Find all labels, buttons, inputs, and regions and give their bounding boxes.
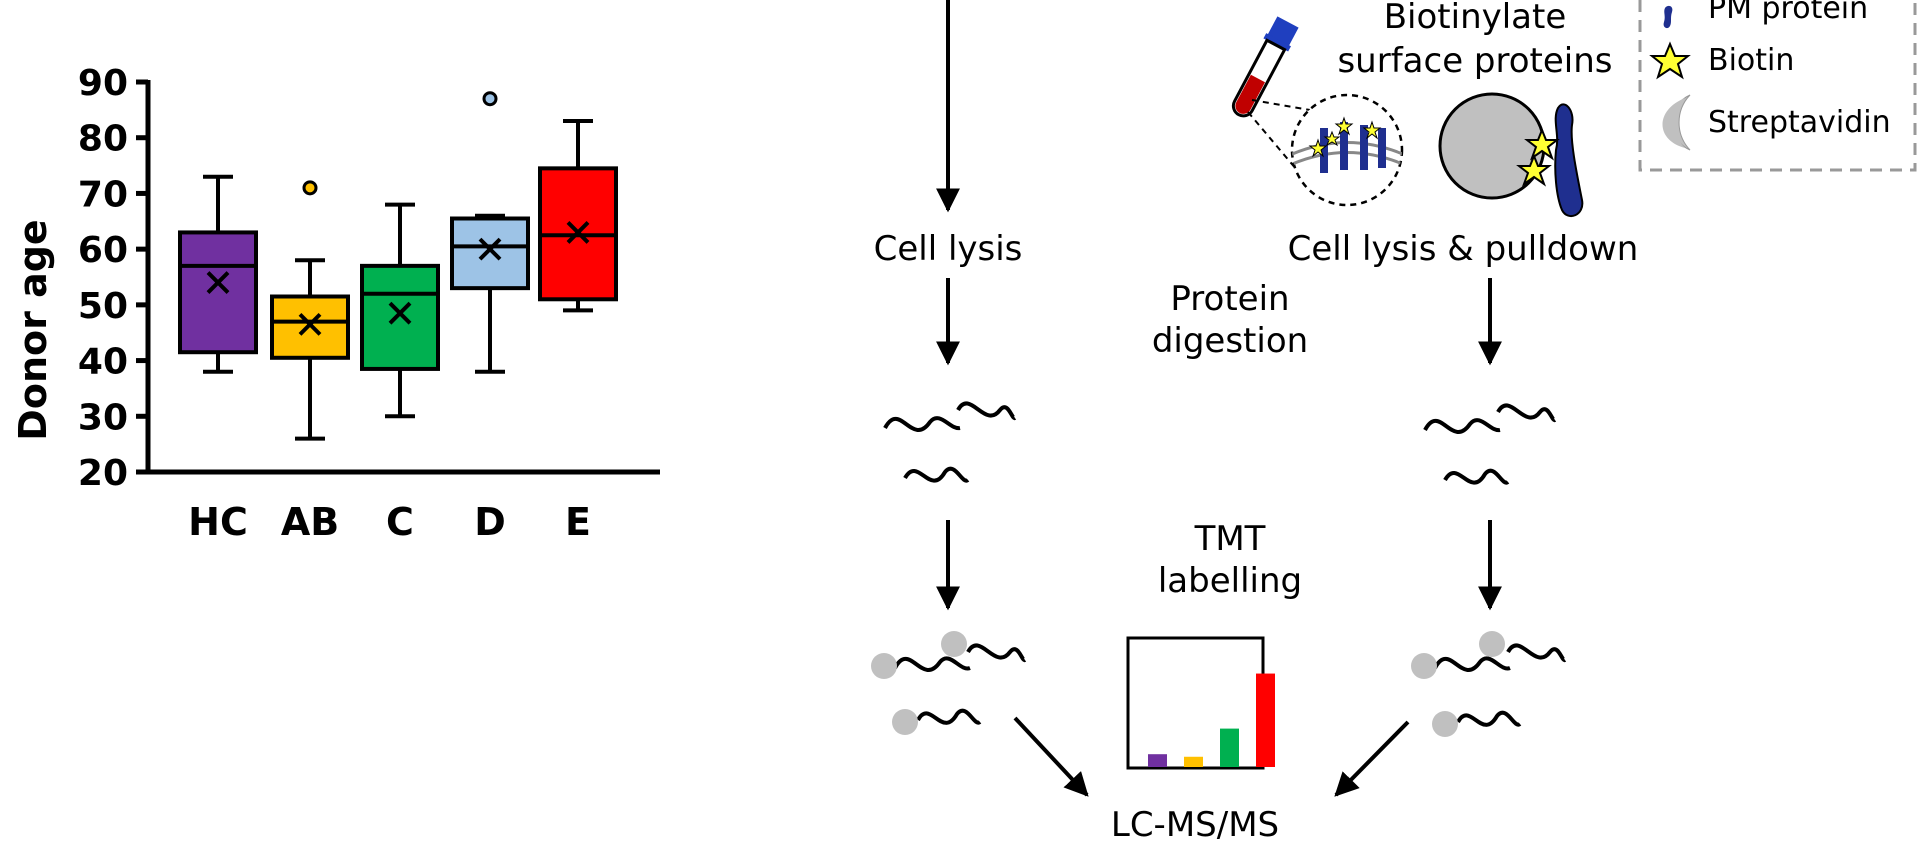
- y-tick-label: 60: [78, 230, 128, 271]
- y-tick-label: 50: [78, 286, 128, 327]
- arrow-right-to-lcms: [1334, 720, 1410, 797]
- y-tick-label: 30: [78, 397, 128, 438]
- x-tick-label: C: [386, 500, 414, 544]
- box-iqr: [360, 263, 440, 371]
- tmt-reporter-bar: [1220, 728, 1239, 767]
- biotin-star-small: [1308, 138, 1328, 158]
- biotin-star: [1516, 153, 1552, 187]
- x-tick-label: HC: [188, 500, 248, 544]
- mean-marker: [298, 312, 322, 336]
- tmt-reporter-bar: [1256, 673, 1275, 767]
- tmt-labelling-label-1: TMT: [1194, 519, 1266, 559]
- y-tick-label: 70: [78, 174, 128, 215]
- box-ab: [270, 180, 350, 441]
- workflow-diagram: Cell lysis Protein digestion TMT labelli…: [871, 0, 1917, 845]
- protein-digestion-label-1: Protein: [1170, 279, 1289, 319]
- pm-protein-shape: [1554, 103, 1584, 218]
- box-iqr: [178, 230, 258, 355]
- biotin-icon: [1649, 41, 1691, 80]
- box-iqr: [270, 294, 350, 360]
- y-tick-label: 40: [78, 342, 128, 383]
- x-tick-label: AB: [281, 500, 339, 544]
- arrow-left-to-lcms: [1013, 716, 1089, 797]
- x-tick-label: D: [474, 500, 506, 544]
- outlier-point: [302, 180, 318, 196]
- tmt-inset-frame: [1126, 636, 1265, 770]
- tmt-tag: [892, 709, 918, 735]
- box-hc: [178, 174, 258, 374]
- x-axis: HC AB C D E: [146, 469, 660, 544]
- y-tick-label: 80: [78, 119, 128, 160]
- right-labelled-peptides: [1411, 631, 1567, 737]
- protein-digestion-label-2: digestion: [1152, 321, 1308, 361]
- tmt-tag: [1411, 653, 1437, 679]
- biotin-star: [1524, 127, 1560, 161]
- tmt-reporter-bar: [1184, 756, 1203, 767]
- y-axis: 20 30 40 50 60 70 80 90: [78, 63, 151, 494]
- legend-streptavidin: Streptavidin: [1708, 105, 1891, 140]
- box-iqr: [450, 216, 530, 291]
- right-peptides: [1423, 403, 1557, 485]
- box-series: [178, 91, 618, 441]
- right-cell-lysis-label: Cell lysis & pulldown: [1288, 229, 1639, 269]
- left-labelled-peptides: [871, 631, 1027, 735]
- mean-marker: [566, 221, 590, 244]
- streptavidin-icon-fill: [1662, 98, 1685, 148]
- tmt-reporter-inset: [1126, 636, 1275, 770]
- biotinylate-label-1: Biotinylate: [1384, 0, 1567, 37]
- tmt-labelling-label-2: labelling: [1158, 561, 1302, 601]
- outlier-point: [482, 91, 498, 107]
- box-d: [450, 91, 530, 374]
- box-c: [360, 202, 440, 419]
- biotin-star-small: [1362, 120, 1382, 140]
- y-tick-label: 20: [78, 453, 128, 494]
- biotinylate-label-2: surface proteins: [1337, 41, 1612, 81]
- y-axis-label: Donor age: [11, 219, 55, 440]
- left-peptides: [883, 401, 1017, 483]
- legend-box: PM protein Biotin Streptavidin: [1638, 0, 1917, 172]
- lc-ms-label: LC-MS/MS: [1111, 805, 1279, 845]
- box-plot: 20 30 40 50 60 70 80 90 HC AB C D E Donor age: [11, 63, 660, 544]
- tmt-tag: [871, 653, 897, 679]
- mean-marker: [388, 301, 412, 325]
- tmt-tag: [1432, 711, 1458, 737]
- membrane-zoom: [1290, 93, 1404, 207]
- tmt-reporter-bar: [1148, 754, 1167, 767]
- pm-protein-icon: [1663, 5, 1673, 29]
- left-cell-lysis-label: Cell lysis: [874, 229, 1023, 269]
- legend-biotin: Biotin: [1708, 43, 1794, 78]
- x-tick-label: E: [565, 500, 591, 544]
- box-e: [538, 119, 618, 313]
- streptavidin-bead: [1438, 92, 1584, 218]
- mean-marker: [478, 237, 502, 261]
- test-tube-icon: [1231, 16, 1299, 118]
- biotin-star-small: [1334, 116, 1354, 136]
- mean-marker: [206, 271, 230, 294]
- y-tick-label: 90: [78, 63, 128, 104]
- tmt-tag: [1479, 631, 1505, 657]
- tmt-tag: [941, 631, 967, 657]
- legend-pm-protein: PM protein: [1708, 0, 1868, 26]
- zoom-line: [1251, 99, 1311, 111]
- biotin-star-small: [1323, 130, 1341, 147]
